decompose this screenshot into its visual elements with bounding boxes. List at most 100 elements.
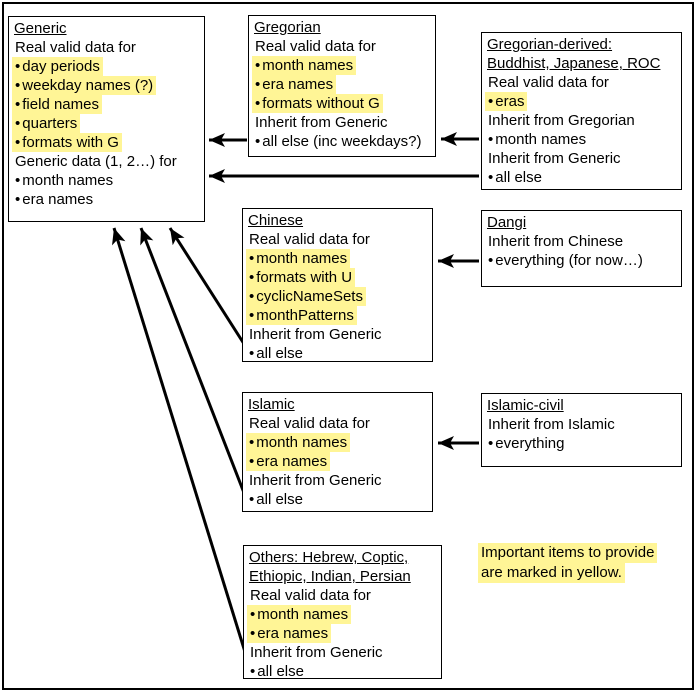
highlighted-segment: •month names <box>247 605 352 624</box>
bullet-icon: • <box>488 252 494 269</box>
box-title: Others: Hebrew, Coptic, <box>249 548 436 567</box>
legend-note-text: are marked in yellow. <box>478 563 625 583</box>
box-line: •day periods <box>12 57 199 76</box>
box-line-text: day periods <box>22 58 100 75</box>
plain-segment: •all else <box>485 168 545 187</box>
bullet-icon: • <box>255 95 261 112</box>
box-line: •month names <box>246 433 427 452</box>
bullet-icon: • <box>249 307 255 324</box>
box-title: Gregorian-derived: <box>487 35 676 54</box>
box-line: •month names <box>252 56 430 75</box>
plain-segment: •everything <box>485 434 567 453</box>
box-line: •formats with G <box>12 133 199 152</box>
box-line: Generic data (1, 2…) for <box>14 152 199 171</box>
box-line: •all else (inc weekdays?) <box>254 132 430 151</box>
highlighted-segment: •formats with G <box>12 133 122 152</box>
box-line-text: Real valid data for <box>250 587 371 604</box>
box-line-text: month names <box>495 131 587 148</box>
plain-segment: •all else <box>246 490 306 509</box>
box-line: Inherit from Gregorian <box>487 111 676 130</box>
bullet-icon: • <box>249 269 255 286</box>
box-title: Buddhist, Japanese, ROC <box>487 54 676 73</box>
box-title-text: Generic <box>14 20 67 37</box>
plain-segment: Real valid data for <box>246 414 373 433</box>
box-line-text: Real valid data for <box>249 415 370 432</box>
plain-segment: •all else <box>246 344 306 361</box>
plain-segment: Real valid data for <box>247 586 374 605</box>
box-line: •quarters <box>12 114 199 133</box>
plain-segment: Inherit from Islamic <box>485 415 618 434</box>
box-line-text: era names <box>256 453 328 470</box>
plain-segment: Real valid data for <box>246 230 373 249</box>
bullet-icon: • <box>15 172 21 189</box>
box-line-text: month names <box>256 250 348 267</box>
highlighted-segment: •day periods <box>12 57 103 76</box>
box-line: •month names <box>247 605 436 624</box>
box-line-text: quarters <box>22 115 78 132</box>
box-line-text: weekday names (?) <box>22 77 154 94</box>
box-line: Real valid data for <box>249 586 436 605</box>
box-line: •month names <box>14 171 199 190</box>
bullet-icon: • <box>249 434 255 451</box>
box-line-text: Inherit from Chinese <box>488 233 624 250</box>
box-line: •era names <box>247 624 436 643</box>
box-title-text: Gregorian <box>254 19 321 36</box>
box-line: Real valid data for <box>248 230 427 249</box>
box-line-text: Inherit from Generic <box>488 150 621 167</box>
bullet-icon: • <box>488 169 494 186</box>
box-line-text: month names <box>257 606 349 623</box>
box-title-text: Ethiopic, Indian, Persian <box>249 568 411 585</box>
box-others: Others: Hebrew, Coptic,Ethiopic, Indian,… <box>243 545 442 679</box>
box-title: Islamic <box>248 395 427 414</box>
plain-segment: Inherit from Generic <box>485 149 624 168</box>
highlighted-segment: •weekday names (?) <box>12 76 157 95</box>
bullet-icon: • <box>255 133 261 150</box>
bullet-icon: • <box>250 625 256 642</box>
bullet-icon: • <box>255 76 261 93</box>
plain-segment: •month names <box>12 171 116 190</box>
box-title: Generic <box>14 19 199 38</box>
box-line-text: month names <box>22 172 114 189</box>
box-line: •eras <box>485 92 676 111</box>
bullet-icon: • <box>249 453 255 470</box>
box-line: Inherit from Generic <box>249 643 436 662</box>
plain-segment: •era names <box>12 190 96 209</box>
box-line-text: month names <box>256 434 348 451</box>
highlighted-segment: •quarters <box>12 114 81 133</box>
bullet-icon: • <box>250 663 256 679</box>
box-line: •month names <box>246 249 427 268</box>
box-line: Inherit from Generic <box>487 149 676 168</box>
box-line: Inherit from Generic <box>248 325 427 344</box>
bullet-icon: • <box>250 606 256 623</box>
highlighted-segment: •field names <box>12 95 102 114</box>
box-line-text: formats without G <box>262 95 380 112</box>
box-title: Chinese <box>248 211 427 230</box>
bullet-icon: • <box>15 191 21 208</box>
box-line-text: Real valid data for <box>488 74 609 91</box>
bullet-icon: • <box>15 134 21 151</box>
bullet-icon: • <box>15 96 21 113</box>
plain-segment: Inherit from Chinese <box>485 232 626 251</box>
plain-segment: Generic data (1, 2…) for <box>12 152 180 171</box>
box-line: Inherit from Generic <box>248 471 427 490</box>
plain-segment: Inherit from Gregorian <box>485 111 638 130</box>
box-line-text: Inherit from Generic <box>249 326 382 343</box>
bullet-icon: • <box>249 250 255 267</box>
box-line: •era names <box>246 452 427 471</box>
box-title-text: Islamic <box>248 396 295 413</box>
box-line-text: Real valid data for <box>249 231 370 248</box>
highlighted-segment: •era names <box>247 624 332 643</box>
highlighted-segment: •month names <box>252 56 357 75</box>
box-line: •era names <box>14 190 199 209</box>
box-line: Inherit from Generic <box>254 113 430 132</box>
plain-segment: •all else <box>247 662 307 679</box>
box-title-text: Dangi <box>487 214 527 231</box>
plain-segment: Real valid data for <box>12 38 139 57</box>
legend-note: Important items to provide are marked in… <box>478 543 658 583</box>
highlighted-segment: •era names <box>252 75 337 94</box>
